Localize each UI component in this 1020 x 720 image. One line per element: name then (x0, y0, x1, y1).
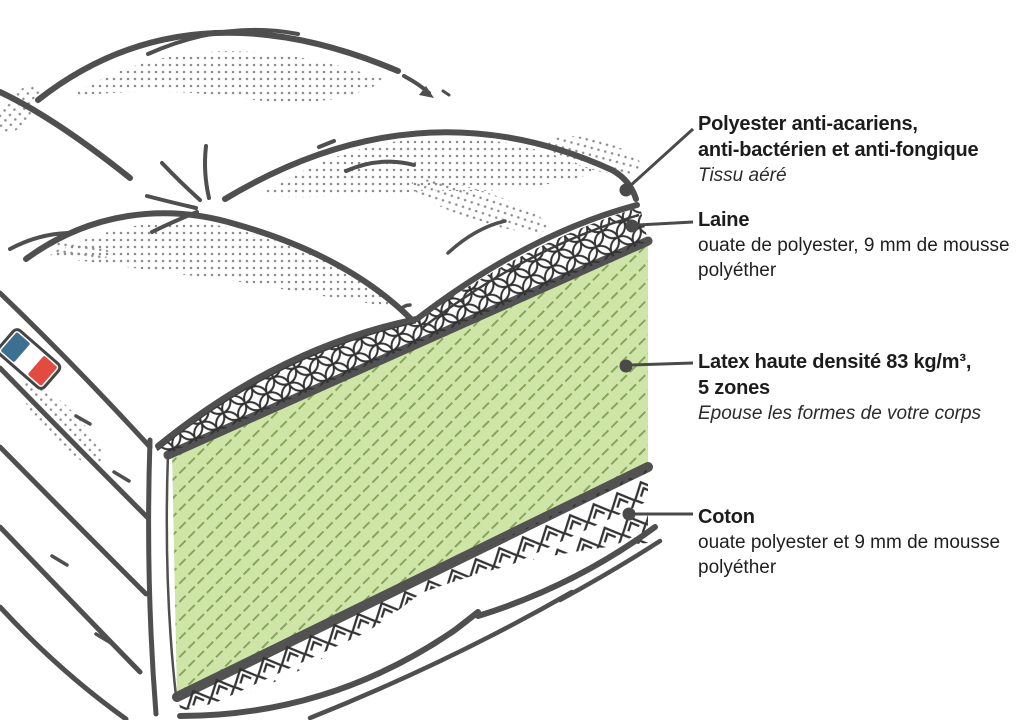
label-latex: Latex haute densité 83 kg/m³, 5 zones Ep… (698, 349, 1016, 426)
label-laine-title: Laine (698, 209, 750, 231)
label-coton-desc-line1: ouate polyester et 9 mm de mousse (698, 532, 1001, 553)
label-latex-title-line1: Latex haute densité 83 kg/m³, (698, 351, 972, 373)
label-latex-subtitle: Epouse les formes de votre corps (698, 403, 982, 424)
leader-dot-latex (619, 359, 633, 373)
leader-lines (619, 127, 695, 521)
quilt-halftone-shading (0, 51, 642, 468)
side-face-seams (0, 290, 153, 720)
label-polyester-title-line1: Polyester anti-acariens, (698, 113, 918, 135)
leader-line-laine (637, 220, 694, 227)
label-polyester-subtitle: Tissu aéré (698, 165, 787, 186)
flag-red-stripe (28, 356, 57, 386)
latex-top-edge (163, 236, 653, 460)
leader-dot-coton (622, 507, 636, 521)
label-polyester-title-line2: anti-bactérien et anti-fongique (698, 139, 979, 161)
leader-dot-polyester (619, 183, 633, 197)
label-laine: Laine ouate de polyester, 9 mm de mousse… (698, 207, 1016, 283)
quilted-top-outlines (0, 27, 640, 717)
label-polyester: Polyester anti-acariens, anti-bactérien … (698, 111, 1016, 188)
quilt-tuft (145, 144, 211, 234)
coton-layer (177, 469, 663, 720)
label-coton-title: Coton (698, 506, 755, 528)
label-laine-desc-line2: polyéther (698, 260, 777, 281)
latex-layer (163, 236, 653, 702)
label-latex-title-line2: 5 zones (698, 377, 770, 399)
leader-line-latex (631, 361, 694, 367)
leader-dot-laine (625, 219, 639, 233)
latex-bottom-edge (172, 462, 653, 702)
label-coton: Coton ouate polyester et 9 mm de mousse … (698, 504, 1016, 580)
leader-line-polyester (628, 127, 695, 188)
french-flag-tag (0, 328, 62, 390)
label-coton-desc-line2: polyéther (698, 557, 777, 578)
flag-blue-stripe (1, 332, 30, 362)
label-laine-desc-line1: ouate de polyester, 9 mm de mousse (698, 235, 1010, 256)
